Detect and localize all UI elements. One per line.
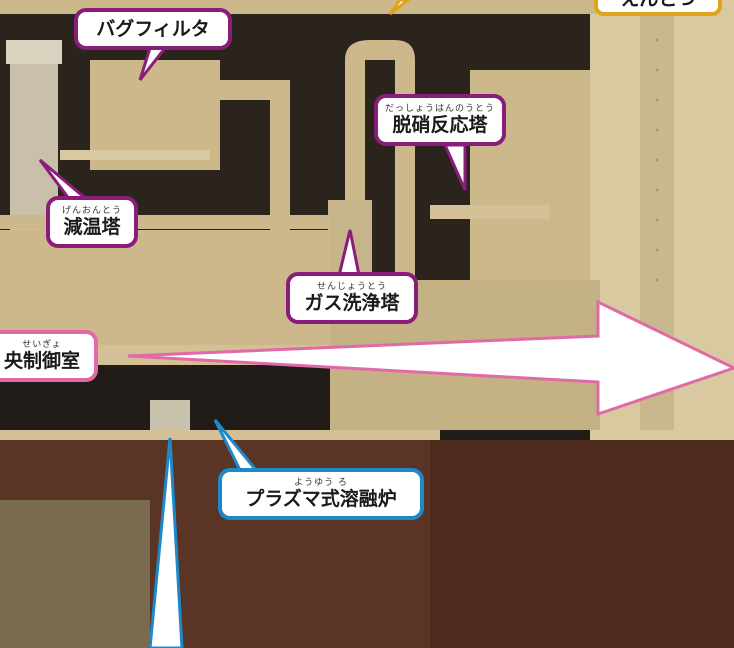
cooling-tower-ruby: げんおんとう xyxy=(61,206,122,216)
denitration-tower-label: だっしょうはんのうとう 脱硝反応塔 xyxy=(374,94,506,146)
basement-pit xyxy=(0,500,150,648)
cooling-tower-cap xyxy=(6,40,62,64)
platform-rail xyxy=(60,150,210,160)
cooling-tower-name: 減温塔 xyxy=(63,216,121,238)
bag-filter-name: バグフィルタ xyxy=(96,18,210,40)
control-room-label: せいぎょ 央制御室 xyxy=(0,330,98,382)
top-right-partial-label: えんとつ xyxy=(594,0,722,16)
top-pointer xyxy=(388,0,411,16)
bag-filter-label: バグフィルタ xyxy=(74,8,232,50)
gas-scrubber-ruby: せんじょうとう xyxy=(316,282,387,292)
denitration-tower-ruby: だっしょうはんのうとう xyxy=(385,104,496,114)
control-room-name: 央制御室 xyxy=(3,350,80,372)
plasma-furnace-label: ようゆう ろ プラズマ式溶融炉 xyxy=(218,468,424,520)
bottom-pointer xyxy=(148,437,184,648)
plasma-furnace-ruby: ようゆう ろ xyxy=(294,478,348,488)
cooling-tower-label: げんおんとう 減温塔 xyxy=(46,196,138,248)
control-room-ruby: せいぎょ xyxy=(22,340,62,350)
gas-scrubber-label: せんじょうとう ガス洗浄塔 xyxy=(286,272,418,324)
plasma-furnace-name: プラズマ式溶融炉 xyxy=(245,488,397,510)
basement-right-block xyxy=(430,440,734,648)
denitration-tower-name: 脱硝反応塔 xyxy=(392,114,488,136)
plasma-furnace xyxy=(150,400,190,430)
big-arrow xyxy=(127,299,734,417)
denitration-platform xyxy=(430,205,550,219)
gas-scrubber-name: ガス洗浄塔 xyxy=(304,292,400,314)
top-right-partial-name: えんとつ xyxy=(620,0,695,10)
